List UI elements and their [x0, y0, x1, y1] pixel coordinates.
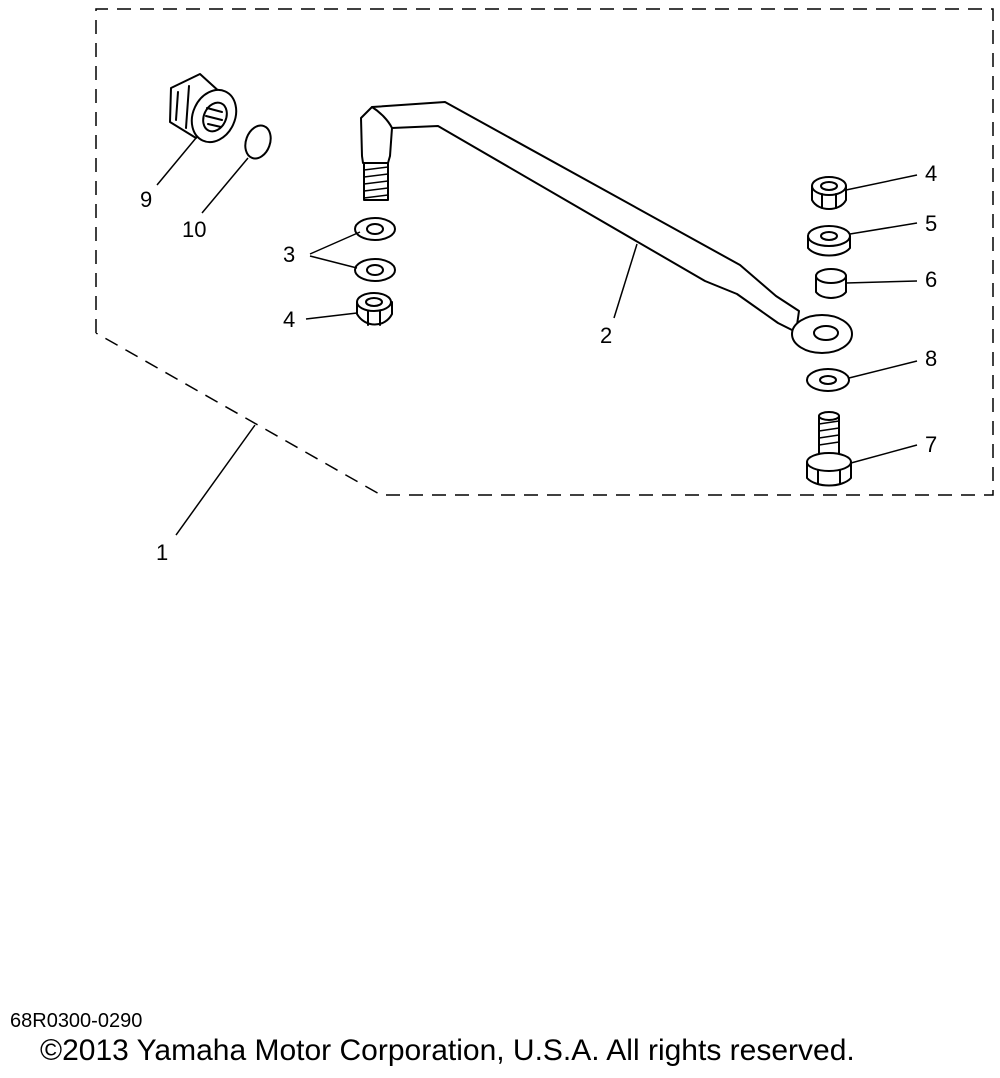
callout-5: 5: [925, 211, 937, 236]
leader-3b: [309, 255, 358, 269]
part-8-washer: [806, 368, 850, 392]
part-4-nut-left: [356, 292, 393, 326]
leader-1: [175, 424, 256, 536]
part-3-washers: [354, 217, 396, 282]
part-4-nut-right: [811, 176, 847, 210]
copyright-notice: ©2013 Yamaha Motor Corporation, U.S.A. A…: [40, 1034, 855, 1067]
callout-8: 8: [925, 346, 937, 371]
part-5-nut: [807, 225, 851, 257]
leader-4-left: [305, 312, 358, 320]
callout-4-right: 4: [925, 161, 937, 186]
parts-diagram: 1 2 3 4 4 5 6 7 8 9 10: [95, 8, 994, 565]
leader-3a: [309, 231, 361, 255]
leader-9: [156, 137, 197, 186]
part-7-bolt: [806, 411, 852, 487]
callout-9: 9: [140, 187, 152, 212]
part-2-link-rod: [360, 101, 853, 354]
callout-1: 1: [156, 540, 168, 565]
leader-5: [849, 222, 918, 235]
leader-8: [848, 360, 918, 379]
leader-10: [201, 157, 249, 214]
leader-lines: [156, 137, 918, 536]
callout-10: 10: [182, 217, 206, 242]
leader-2: [613, 243, 638, 319]
kit-boundary-dashed-outline: [95, 8, 994, 496]
part-6-bushing: [815, 268, 847, 299]
leader-4-right: [845, 174, 918, 191]
callout-2: 2: [600, 323, 612, 348]
part-10-o-ring: [244, 124, 272, 160]
callout-4-left: 4: [283, 307, 295, 332]
part-9-collar: [169, 73, 238, 144]
callout-6: 6: [925, 267, 937, 292]
diagram-code: 68R0300-0290: [10, 1010, 143, 1032]
callout-3: 3: [283, 242, 295, 267]
leader-6: [845, 280, 918, 284]
leader-7: [850, 444, 918, 464]
callout-7: 7: [925, 432, 937, 457]
